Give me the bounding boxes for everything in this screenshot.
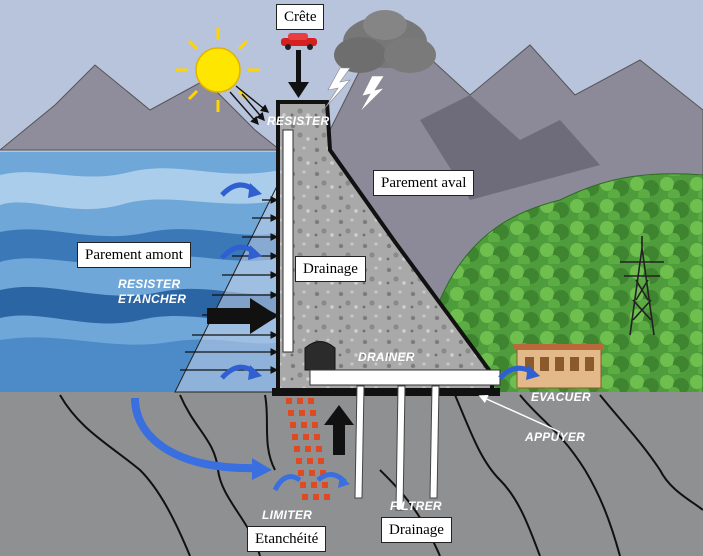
- drainage-top-label: Drainage: [295, 256, 366, 282]
- drainer-label: DRAINER: [358, 350, 415, 364]
- forest: [439, 173, 703, 396]
- dam-foundation: [272, 388, 500, 396]
- resister-top-label: RESISTER: [267, 114, 330, 128]
- crest-load: [281, 33, 317, 98]
- vertical-drain: [282, 129, 294, 353]
- ground: [0, 392, 703, 556]
- limiter-label: LIMITER: [262, 508, 313, 522]
- appuyer-label: APPUYER: [525, 430, 586, 444]
- evacuer-label: EVACUER: [531, 390, 591, 404]
- crete-label: Crête: [276, 4, 325, 30]
- car-icon: [281, 33, 317, 50]
- seepage-path: [131, 397, 256, 473]
- thrust-arrow-icon: [207, 298, 278, 334]
- pylon-icon: [620, 236, 664, 336]
- drainage-bottom-label: Drainage: [381, 517, 452, 543]
- cloud-icon: [324, 10, 436, 113]
- power-house: [514, 344, 604, 389]
- etancheite-label: Etanchéité: [247, 526, 327, 552]
- resister-left-label: RESISTER: [118, 277, 181, 291]
- etancher-label: ETANCHER: [118, 292, 187, 306]
- ground-cracks: [59, 394, 703, 556]
- parement-amont-label: Parement amont: [77, 242, 191, 268]
- grout-curtain: [286, 398, 330, 500]
- parement-aval-label: Parement aval: [373, 170, 475, 196]
- uplift-arrow-icon: [324, 405, 354, 455]
- appuyer-pointer: [478, 394, 561, 433]
- drainage-gallery: [309, 369, 501, 386]
- inspection-gallery: [304, 341, 336, 371]
- foundation-drains: [354, 385, 440, 511]
- filtrer-label: FILTRER: [390, 499, 442, 513]
- lightning-icon: [324, 67, 351, 109]
- sun-icon: [176, 28, 270, 126]
